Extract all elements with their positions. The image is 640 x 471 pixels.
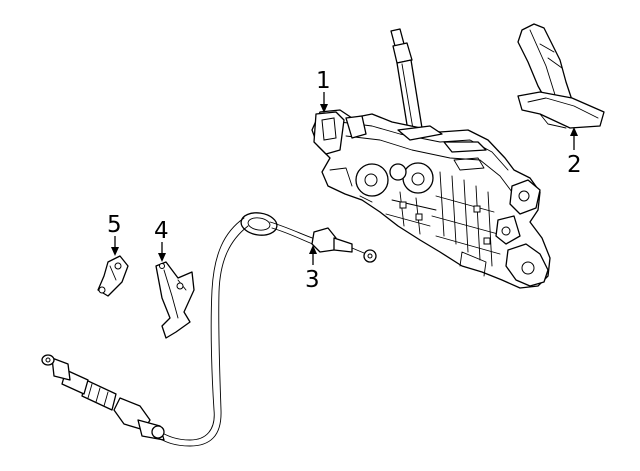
shift-cable-assembly	[41, 212, 377, 447]
shift-gate-slot	[397, 125, 443, 141]
callout-5: 5	[107, 212, 122, 256]
callout-3: 3	[305, 245, 320, 293]
callout-4: 4	[154, 218, 169, 262]
retaining-clip	[97, 255, 129, 297]
cable-bracket	[155, 261, 195, 339]
lower-cable-end	[41, 354, 165, 441]
shift-knob	[517, 23, 605, 129]
housing-bosses	[355, 162, 434, 197]
shifter-assembly	[311, 28, 551, 289]
cable-run	[159, 217, 245, 441]
callout-number-5: 5	[107, 212, 122, 238]
cable-end-fitting	[311, 227, 337, 253]
shift-lever-shaft	[390, 28, 423, 132]
knob-boot-base	[517, 91, 605, 129]
callout-2: 2	[567, 127, 582, 178]
callout-number-1: 1	[316, 68, 331, 94]
callout-number-4: 4	[154, 218, 169, 244]
callout-1: 1	[316, 68, 331, 113]
callout-number-2: 2	[567, 152, 582, 178]
housing-ribs	[359, 171, 501, 267]
callout-number-3: 3	[305, 267, 320, 293]
cable-grommet	[240, 212, 278, 236]
